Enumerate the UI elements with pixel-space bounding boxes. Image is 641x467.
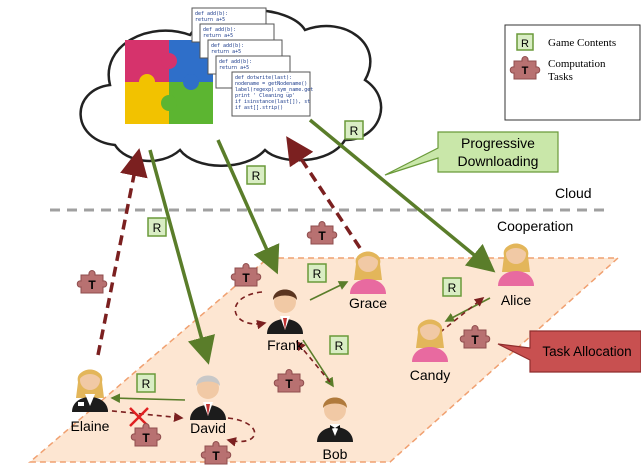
r-badge: R xyxy=(246,165,266,185)
code-line: def add(b): xyxy=(219,59,252,65)
svg-text:T: T xyxy=(471,333,479,347)
r-badge: R xyxy=(136,373,156,393)
svg-text:R: R xyxy=(335,339,344,353)
r-badge: R xyxy=(147,217,167,237)
svg-text:R: R xyxy=(350,124,359,138)
svg-text:R: R xyxy=(521,38,529,50)
player-name-frank: Frank xyxy=(267,337,304,353)
player-name-david: David xyxy=(190,420,226,436)
svg-text:Downloading: Downloading xyxy=(458,153,539,169)
t-piece: T xyxy=(230,263,262,287)
cancel-x-icon xyxy=(129,407,149,427)
t-piece: T xyxy=(200,441,232,465)
code-line: def add(b): xyxy=(203,27,236,33)
t-piece: T xyxy=(130,423,162,447)
t-piece: T xyxy=(306,221,338,245)
r-badge: R xyxy=(307,263,327,283)
legend-computation-tasks: Computation xyxy=(548,58,606,70)
code-line: def add(b): xyxy=(195,11,228,17)
player-name-bob: Bob xyxy=(323,446,348,462)
code-line: print ' Cleaning up' xyxy=(235,93,295,99)
task-upload-arrows xyxy=(96,136,362,356)
t-piece: T xyxy=(76,270,108,294)
player-name-elaine: Elaine xyxy=(71,418,110,434)
avatar-grace xyxy=(350,251,386,294)
code-line: return a+5 xyxy=(211,49,241,55)
svg-text:T: T xyxy=(285,377,293,391)
r-badge: R xyxy=(329,335,349,355)
code-line: nodename = getNodename() xyxy=(235,81,307,87)
code-line: return a+5 xyxy=(195,17,225,23)
code-line: return a+5 xyxy=(203,33,233,39)
svg-text:T: T xyxy=(522,65,529,77)
cloud-label: Cloud xyxy=(555,185,592,201)
svg-text:R: R xyxy=(448,281,457,295)
avatar-elaine xyxy=(72,369,108,412)
svg-text:Tasks: Tasks xyxy=(548,71,573,83)
avatar-bob xyxy=(317,397,353,442)
code-line: def add(b): xyxy=(211,43,244,49)
code-line: label(regexp).sym_name.get xyxy=(235,87,313,93)
avatar-david xyxy=(190,375,226,420)
t-piece: T xyxy=(273,369,305,393)
svg-text:R: R xyxy=(252,169,261,183)
avatar-frank xyxy=(267,289,303,334)
svg-text:R: R xyxy=(142,377,151,391)
svg-text:T: T xyxy=(212,449,220,463)
code-line: if ast[].strip() xyxy=(235,105,283,111)
task-allocation-callout: Task Allocation xyxy=(497,330,641,373)
svg-text:T: T xyxy=(142,431,150,445)
legend: R Game Contents T Computation Tasks xyxy=(504,24,641,121)
player-name-candy: Candy xyxy=(410,367,450,383)
svg-text:R: R xyxy=(153,221,162,235)
legend-r-badge xyxy=(516,33,534,51)
player-name-alice: Alice xyxy=(501,292,532,308)
svg-text:T: T xyxy=(242,271,250,285)
progressive-downloading-callout: Progressive Downloading xyxy=(384,131,559,176)
code-line: def dotwrite(last): xyxy=(235,75,292,81)
r-badge: R xyxy=(442,277,462,297)
legend-game-contents: Game Contents xyxy=(548,37,616,49)
svg-text:T: T xyxy=(88,278,96,292)
svg-text:Progressive: Progressive xyxy=(461,135,535,151)
puzzle-icon xyxy=(125,40,213,124)
r-badge: R xyxy=(344,120,364,140)
t-piece: T xyxy=(459,325,491,349)
code-line: return a+5 xyxy=(219,65,249,71)
cooperation-plane xyxy=(27,257,620,463)
svg-text:T: T xyxy=(318,229,326,243)
svg-text:Task Allocation: Task Allocation xyxy=(542,344,631,359)
avatar-alice xyxy=(498,243,534,286)
avatar-candy xyxy=(412,319,448,362)
content-download-arrows xyxy=(148,118,496,365)
cooperation-label: Cooperation xyxy=(497,218,573,234)
code-panels: def add(b): return a+5 def add(b): retur… xyxy=(191,7,313,117)
svg-text:R: R xyxy=(313,267,322,281)
player-name-grace: Grace xyxy=(349,295,387,311)
code-line: if isinstance(last[]), st xyxy=(235,99,310,105)
